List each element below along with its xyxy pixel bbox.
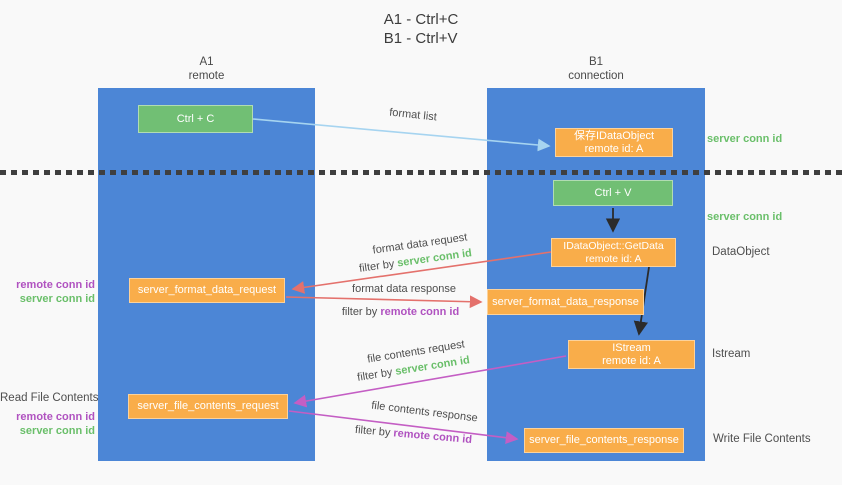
node-server-format-data-request: server_format_data_request [129, 278, 285, 303]
title-line-1: A1 - Ctrl+C [383, 11, 459, 28]
label-filter-by-remote-2: filter by remote conn id [346, 423, 482, 447]
node-getdata-line1: IDataObject::GetData [563, 239, 664, 252]
side-label-remote-conn-id-1: remote conn id [16, 279, 95, 291]
label-remote-conn-id: remote conn id [392, 427, 473, 447]
diagram-title: A1 - Ctrl+C B1 - Ctrl+V [0, 10, 842, 48]
node-save-idataobject: 保存IDataObject remote id: A [555, 128, 673, 157]
side-label-server-conn-id-top: server conn id [707, 133, 783, 145]
node-server-file-contents-request: server_file_contents_request [128, 394, 288, 419]
node-istream-line1: IStream [612, 341, 651, 354]
side-label-server-conn-id-1: server conn id [19, 293, 95, 305]
side-label-server-conn-id-2: server conn id [19, 425, 95, 437]
node-server-file-contents-request-label: server_file_contents_request [137, 400, 279, 412]
lane-b1-subtitle: connection [568, 70, 624, 82]
side-label-write-file-contents: Write File Contents [713, 433, 811, 445]
lane-a1-header: A1 remote [98, 55, 315, 83]
label-filter-by-text: filter by [341, 306, 381, 318]
label-format-list: format list [388, 106, 438, 124]
node-getdata: IDataObject::GetData remote id: A [551, 238, 676, 267]
node-server-file-contents-response: server_file_contents_response [524, 428, 684, 453]
label-filter-by-text: filter by [358, 257, 399, 275]
label-filter-by-text: filter by [356, 365, 397, 384]
node-getdata-line2: remote id: A [585, 252, 642, 265]
lane-a1-subtitle: remote [188, 70, 225, 82]
node-ctrl-v-label: Ctrl + V [594, 186, 632, 199]
node-server-format-data-response: server_format_data_response [487, 289, 644, 315]
node-save-idataobject-line2: remote id: A [584, 142, 644, 155]
lane-a1-name: A1 [199, 56, 214, 68]
node-ctrl-c-label: Ctrl + C [176, 112, 215, 125]
label-remote-conn-id: remote conn id [380, 306, 460, 318]
node-server-format-data-request-label: server_format_data_request [137, 284, 277, 296]
node-istream-line2: remote id: A [602, 354, 661, 367]
node-ctrl-c: Ctrl + C [138, 105, 253, 133]
label-filter-by-remote-1: filter by remote conn id [333, 306, 468, 318]
side-label-read-file-contents: Read File Contents [0, 392, 99, 404]
node-server-file-contents-response-label: server_file_contents_response [529, 434, 679, 446]
side-label-server-conn-id-mid: server conn id [707, 211, 783, 223]
node-server-format-data-response-label: server_format_data_response [492, 295, 639, 308]
lane-b1-name: B1 [588, 56, 604, 68]
label-filter-by-text: filter by [354, 423, 394, 440]
node-save-idataobject-line1: 保存IDataObject [573, 129, 655, 142]
side-label-istream: Istream [712, 348, 751, 360]
title-line-2: B1 - Ctrl+V [383, 30, 458, 47]
label-format-data-response: format data response [352, 283, 456, 295]
dashed-separator [0, 170, 842, 175]
label-file-contents-response: file contents response [370, 399, 479, 425]
side-label-remote-conn-id-2: remote conn id [16, 411, 95, 423]
node-ctrl-v: Ctrl + V [553, 180, 673, 206]
lane-b1-header: B1 connection [487, 55, 705, 83]
node-istream: IStream remote id: A [568, 340, 695, 369]
arrow-format-data-response [285, 295, 483, 309]
side-label-dataobject: DataObject [712, 246, 770, 258]
